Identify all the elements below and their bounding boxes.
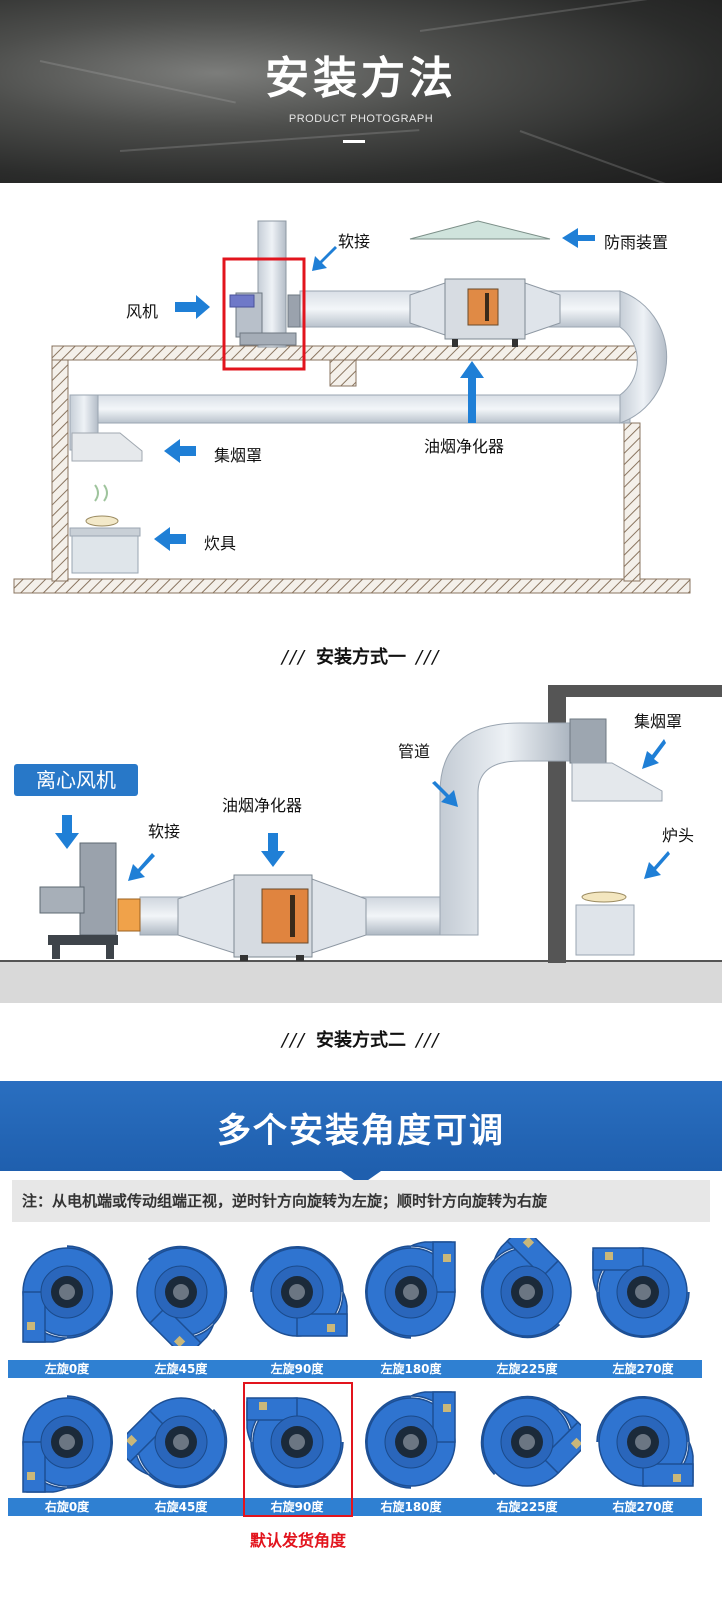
angle-label-left-180: 左旋180度	[352, 1360, 470, 1378]
fan-icon	[480, 1224, 572, 1339]
arrow-burner-icon	[644, 851, 670, 879]
label-hood2: 集烟罩	[634, 712, 683, 731]
fan-housing-right-270	[589, 1388, 697, 1496]
angles-title-band: 多个安装角度可调	[0, 1081, 722, 1185]
arrow-rain-guard-icon	[562, 228, 595, 248]
fan-icon	[596, 1396, 694, 1487]
label-burner: 炉头	[662, 826, 695, 845]
caption-method-1: /// 安装方式一 ///	[0, 643, 722, 669]
fan-icon	[22, 1395, 113, 1493]
fan-icon	[592, 1247, 690, 1338]
fan-housing-right-180	[357, 1388, 465, 1496]
fan-icon	[480, 1395, 595, 1487]
label-fan: 风机	[126, 302, 159, 321]
fan-housing-right-0	[13, 1388, 121, 1496]
caption-deco-right-2: ///	[416, 1030, 441, 1051]
arrow-fan2-icon	[55, 815, 79, 849]
fan-icon	[365, 1391, 456, 1489]
caption-text-2: 安装方式二	[316, 1030, 406, 1051]
fan-housing-left-0	[13, 1238, 121, 1346]
arrow-fan-icon	[175, 295, 210, 319]
fan-housing-left-90	[243, 1238, 351, 1346]
installation-diagram-2	[0, 683, 722, 1007]
default-angle-label: 默认发货角度	[249, 1531, 346, 1550]
fan-housing-right-90	[243, 1388, 351, 1496]
fan-housing-right-45	[113, 1388, 235, 1496]
fan-icon	[22, 1245, 113, 1343]
angle-label-left-90: 左旋90度	[238, 1360, 356, 1378]
label-stove: 炊具	[204, 534, 237, 553]
label-soft-joint2: 软接	[148, 822, 181, 841]
fan-housing-left-45	[127, 1238, 235, 1360]
caption-deco-left-2: ///	[281, 1030, 306, 1051]
default-angle-highlight	[243, 1382, 353, 1517]
label-soft-joint: 软接	[338, 232, 371, 251]
page-title: 安装方法	[265, 53, 457, 104]
caption-method-2: /// 安装方式二 ///	[0, 1026, 722, 1052]
arrow-purifier-icon	[460, 361, 484, 423]
angle-label-right-0: 右旋0度	[8, 1498, 126, 1516]
fan-icon	[246, 1397, 344, 1488]
angle-label-left-45: 左旋45度	[122, 1360, 240, 1378]
arrow-hood-icon	[164, 439, 196, 463]
angle-label-right-180: 右旋180度	[352, 1498, 470, 1516]
diagram2-drawing	[0, 685, 722, 1003]
angle-label-left-0: 左旋0度	[8, 1360, 126, 1378]
fan-icon	[113, 1397, 228, 1489]
title-underline	[343, 140, 365, 143]
angle-label-right-225: 右旋225度	[468, 1498, 586, 1516]
arrow-hood2-icon	[642, 739, 666, 769]
caption-text-1: 安装方式一	[316, 647, 406, 668]
fan-housing-left-225	[473, 1224, 581, 1346]
caption-deco-left: ///	[281, 647, 306, 668]
fan-housing-left-270	[589, 1238, 697, 1346]
page-subtitle: PRODUCT PHOTOGRAPH	[288, 113, 434, 125]
diagram1-drawing	[13, 220, 691, 594]
label-pipe: 管道	[398, 742, 431, 761]
header-banner: 安装方法 PRODUCT PHOTOGRAPH	[0, 0, 722, 183]
fan-housing-left-180	[357, 1238, 465, 1346]
angles-title: 多个安装角度可调	[217, 1111, 505, 1151]
rotation-note: 注：从电机端或传动组端正视，逆时针方向旋转为左旋；顺时针方向旋转为右旋	[12, 1180, 710, 1222]
fan-highlight-box	[222, 257, 306, 371]
label-rain-guard: 防雨装置	[604, 233, 669, 252]
caption-deco-right: ///	[416, 647, 441, 668]
label-purifier: 油烟净化器	[424, 437, 505, 456]
fan-housing-right-225	[473, 1388, 595, 1496]
fan-icon	[250, 1246, 348, 1337]
label-hood: 集烟罩	[214, 446, 263, 465]
arrow-soft-joint2-icon	[128, 853, 155, 881]
label-purifier2: 油烟净化器	[222, 796, 303, 815]
arrow-stove-icon	[154, 527, 186, 551]
fan-icon	[136, 1245, 228, 1360]
arrow-soft-joint-icon	[312, 246, 337, 271]
angle-label-right-90: 右旋90度	[238, 1498, 356, 1516]
centrifugal-fan-badge: 离心风机	[14, 764, 138, 796]
angle-label-left-270: 左旋270度	[584, 1360, 702, 1378]
arrow-pipe-icon	[432, 781, 458, 807]
arrow-purifier2-icon	[261, 833, 285, 867]
angle-label-right-270: 右旋270度	[584, 1498, 702, 1516]
angle-label-right-45: 右旋45度	[122, 1498, 240, 1516]
fan-icon	[365, 1241, 456, 1339]
angle-label-left-225: 左旋225度	[468, 1360, 586, 1378]
installation-diagram-1	[0, 183, 722, 617]
